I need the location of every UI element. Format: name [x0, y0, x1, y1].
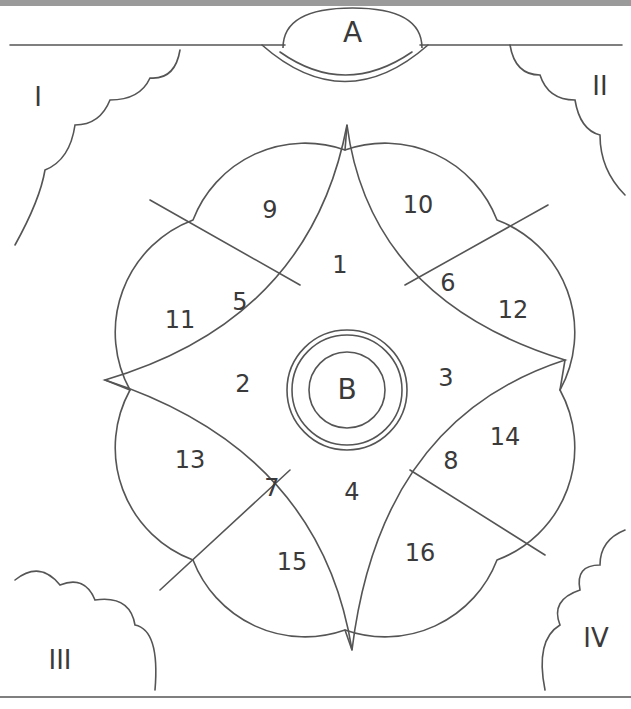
- region-number: 16: [405, 541, 436, 565]
- ring: [292, 335, 402, 445]
- region-number: 3: [438, 366, 453, 390]
- region-number: 12: [498, 298, 529, 322]
- region-number: 8: [443, 449, 458, 473]
- top-line: [10, 44, 622, 46]
- region-number: 15: [277, 550, 308, 574]
- corner-numeral: I: [34, 84, 42, 110]
- corner-numeral: II: [592, 73, 607, 99]
- top-semicircle: A: [283, 8, 422, 48]
- corner-numeral: III: [48, 647, 71, 673]
- region-number: 9: [262, 198, 277, 222]
- node-letter: B: [337, 376, 356, 404]
- region-number: 13: [175, 448, 206, 472]
- corner-numeral: IV: [583, 625, 608, 651]
- region-number: 4: [344, 480, 359, 504]
- region-number: 11: [165, 308, 196, 332]
- cloud: [15, 571, 156, 690]
- region-number: 14: [490, 425, 521, 449]
- outline: [309, 352, 385, 428]
- cloud: [15, 50, 180, 245]
- petal-divider: [105, 125, 565, 650]
- top-bar: [0, 0, 631, 6]
- node-letter: A: [343, 19, 362, 47]
- cloud: [542, 530, 625, 690]
- bottom-line: [0, 696, 631, 698]
- region-number: 10: [403, 193, 434, 217]
- region-number: 6: [440, 271, 455, 295]
- ring: [287, 330, 407, 450]
- star-outline: [105, 125, 565, 650]
- center-circle: B: [307, 350, 387, 430]
- region-number: 1: [332, 253, 347, 277]
- region-number: 7: [264, 476, 279, 500]
- region-number: 5: [232, 290, 247, 314]
- bowl: [262, 45, 428, 82]
- petal-divider: [150, 200, 548, 590]
- flower-outline: [115, 143, 575, 637]
- region-number: 2: [235, 372, 250, 396]
- cloud: [510, 45, 625, 195]
- outline: [283, 8, 422, 48]
